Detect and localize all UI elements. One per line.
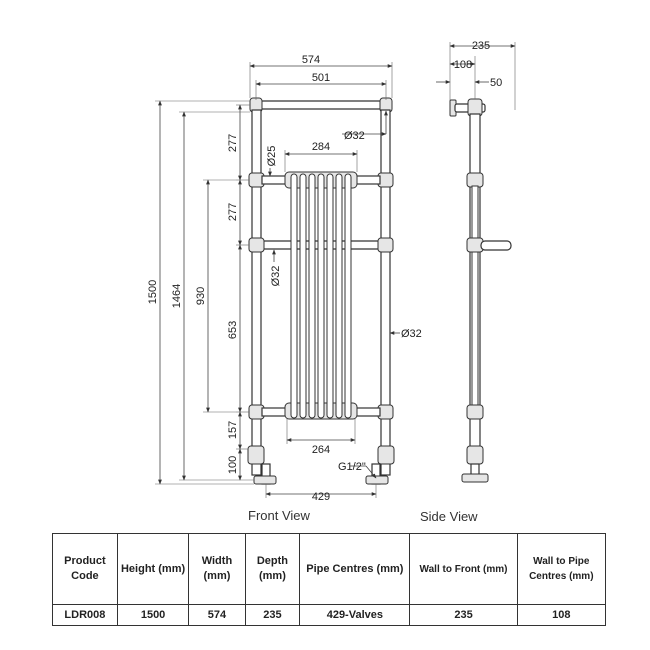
header-pipe-centres: Pipe Centres (mm) (299, 533, 411, 605)
left-upright (251, 109, 262, 476)
upper-right-stub (355, 175, 381, 185)
cell-depth: 235 (244, 604, 301, 626)
side-joiner-lower (466, 404, 484, 420)
side-radiator-profile (471, 185, 479, 413)
dim-pipe-centres: 429 (312, 491, 330, 503)
dim-overall-width: 574 (302, 54, 320, 66)
radiator-column (317, 173, 325, 419)
left-shroud (253, 475, 277, 485)
dim-930: 930 (195, 287, 207, 305)
cell-wall-to-pipe-centres: 108 (516, 604, 607, 626)
cell-pipe-centres: 429-Valves (299, 604, 411, 626)
header-wall-to-pipe-centres: Wall to Pipe Centres (mm) (516, 533, 607, 605)
radiator-column (326, 173, 334, 419)
radiator-column (308, 173, 316, 419)
dim-rail-centres: 501 (312, 72, 330, 84)
side-joiner-upper (466, 172, 484, 188)
cell-width: 574 (188, 604, 246, 626)
header-height: Height (mm) (116, 533, 190, 605)
radiator-columns (284, 171, 358, 420)
front-view (247, 97, 395, 485)
side-shroud (461, 473, 489, 483)
radiator-column (290, 173, 298, 419)
left-valve (247, 445, 265, 465)
cell-product-code: LDR008 (52, 604, 118, 626)
front-dimensions: 574 501 284 264 429 277 277 (147, 54, 422, 503)
dim-radiator-width: 284 (312, 141, 330, 153)
middle-right-tee (377, 237, 394, 253)
lower-left-stub (261, 407, 287, 417)
side-view-label: Side View (420, 509, 478, 524)
side-valve (466, 445, 484, 465)
dim-valve-thread: G1/2" (338, 461, 366, 473)
dim-side-projection: 50 (490, 77, 502, 89)
dim-bottom-section: 157 (227, 421, 239, 439)
dim-mid-rail-dia: Ø32 (270, 266, 282, 287)
header-product-code: Product Code (52, 533, 118, 605)
dim-column-section: 653 (227, 321, 239, 339)
front-view-label: Front View (248, 508, 310, 523)
dim-middle-section: 277 (227, 203, 239, 221)
cell-wall-to-front: 235 (409, 604, 518, 626)
middle-left-tee (248, 237, 265, 253)
dim-top-section: 277 (227, 134, 239, 152)
dim-radiator-bottom-width: 264 (312, 444, 330, 456)
side-view (449, 98, 512, 483)
dim-stub-dia: Ø25 (266, 146, 278, 167)
side-dimensions: 235 108 50 (436, 40, 516, 110)
radiator-column (344, 173, 352, 419)
dim-foot-height: 100 (227, 456, 239, 474)
table-header-row: Product Code Height (mm) Width (mm) Dept… (52, 533, 607, 605)
specification-table: Product Code Height (mm) Width (mm) Dept… (52, 533, 607, 626)
cell-height: 1500 (116, 604, 190, 626)
dim-overall-height: 1500 (147, 280, 159, 304)
header-width: Width (mm) (188, 533, 246, 605)
right-valve (377, 445, 395, 465)
dim-top-rail-dia: Ø32 (344, 130, 365, 142)
lower-right-stub (355, 407, 381, 417)
dim-side-depth: 235 (472, 40, 490, 52)
right-shroud (365, 475, 389, 485)
dim-upright-dia: Ø32 (401, 328, 422, 340)
top-rail (253, 100, 389, 110)
radiator-column (335, 173, 343, 419)
dim-side-wall-front: 108 (454, 59, 472, 71)
dim-1464: 1464 (171, 284, 183, 308)
upper-left-stub (261, 175, 287, 185)
radiator-column (299, 173, 307, 419)
header-depth: Depth (mm) (244, 533, 301, 605)
technical-drawing: 574 501 284 264 429 277 277 (147, 40, 516, 503)
side-towel-rail (480, 240, 512, 251)
right-upright (380, 109, 391, 476)
header-wall-to-front: Wall to Front (mm) (409, 533, 518, 605)
table-row: LDR008 1500 574 235 429-Valves 235 108 (52, 604, 607, 626)
